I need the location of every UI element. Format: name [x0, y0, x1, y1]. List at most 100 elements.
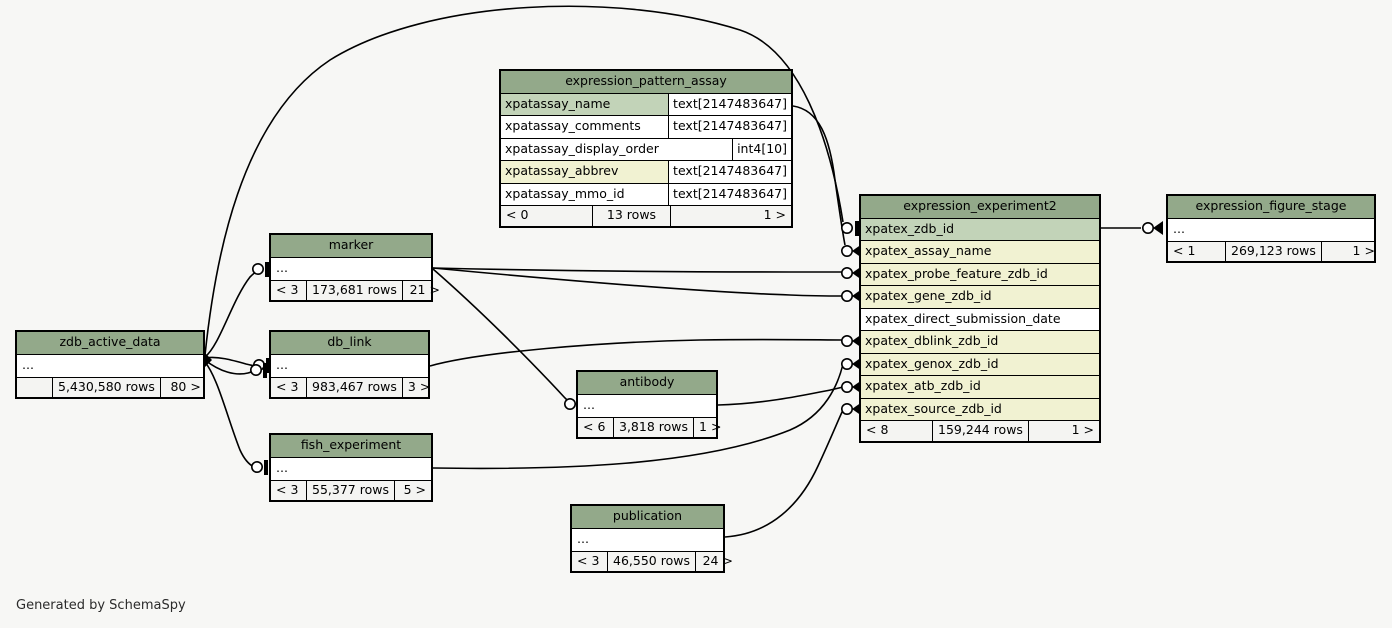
edge-zdb-active-data-to-db-link-b	[204, 359, 258, 375]
table-footer: < 6 3,818 rows 1 >	[578, 417, 721, 437]
table-row[interactable]: xpatex_assay_name	[861, 241, 1099, 264]
table-expression-pattern-assay[interactable]: expression_pattern_assay xpatassay_name …	[499, 69, 793, 228]
footer-child-count[interactable]: 5 >	[403, 481, 426, 497]
collapsed-columns-ellipsis: …	[271, 457, 431, 481]
table-row[interactable]: xpatex_atb_zdb_id	[861, 376, 1099, 399]
footer-row-count: 173,681 rows	[307, 280, 403, 300]
edge-assay-to-xpatex-assay-name	[792, 105, 846, 246]
table-expression-figure-stage[interactable]: expression_figure_stage … < 1 269,123 ro…	[1166, 194, 1376, 263]
column-name: xpatex_gene_zdb_id	[861, 286, 1099, 308]
table-db-link[interactable]: db_link … < 3 983,467 rows 3 >	[269, 330, 430, 399]
table-title: expression_pattern_assay	[501, 71, 791, 94]
footer-child-count[interactable]: 21 >	[409, 281, 440, 297]
column-name: xpatassay_abbrev	[501, 161, 670, 183]
table-footer: < 1 269,123 rows 1 >	[1168, 241, 1375, 261]
footer-child-count[interactable]: 1 >	[763, 207, 786, 222]
column-type: text[2147483647]	[669, 93, 791, 115]
table-row[interactable]: xpatex_probe_feature_zdb_id	[861, 263, 1099, 286]
column-type: text[2147483647]	[669, 183, 791, 205]
edge-antibody-to-atb-zdb-id	[717, 386, 844, 406]
edge-publication-to-source-zdb-id	[724, 409, 844, 538]
footer-parent-count[interactable]: < 3	[572, 551, 608, 571]
footer-parent-count[interactable]	[17, 377, 53, 397]
table-row[interactable]: xpatassay_abbrev text[2147483647]	[501, 161, 791, 184]
column-name: xpatex_direct_submission_date	[861, 308, 1099, 330]
table-row[interactable]: xpatex_dblink_zdb_id	[861, 331, 1099, 354]
footer-parent-count[interactable]: < 1	[1168, 241, 1226, 261]
table-footer: < 0 13 rows 1 >	[501, 206, 791, 226]
table-title: zdb_active_data	[17, 332, 203, 355]
footer-child-count[interactable]: 3 >	[407, 378, 431, 394]
footer-parent-count[interactable]: < 3	[271, 377, 307, 397]
table-row[interactable]: xpatex_genox_zdb_id	[861, 353, 1099, 376]
column-type: text[2147483647]	[669, 116, 791, 138]
footer-row-count: 3,818 rows	[614, 417, 695, 437]
table-fish-experiment[interactable]: fish_experiment … < 3 55,377 rows 5 >	[269, 433, 433, 502]
table-expression-experiment2[interactable]: expression_experiment2 xpatex_zdb_id xpa…	[859, 194, 1101, 443]
footer-parent-count[interactable]: < 6	[578, 417, 614, 437]
collapsed-columns-ellipsis: …	[578, 394, 716, 418]
footer-row-count: 13 rows	[593, 206, 671, 226]
column-name: xpatex_genox_zdb_id	[861, 353, 1099, 375]
table-footer: < 3 173,681 rows 21 >	[271, 280, 440, 300]
column-name: xpatassay_comments	[501, 116, 670, 138]
footer-child-count[interactable]: 80 >	[170, 378, 201, 394]
table-row[interactable]: xpatassay_display_order int4[10]	[501, 138, 791, 161]
table-row[interactable]: xpatex_source_zdb_id	[861, 398, 1099, 421]
column-name: xpatassay_mmo_id	[501, 183, 670, 205]
table-footer: < 3 55,377 rows 5 >	[271, 480, 431, 500]
column-name: xpatex_atb_zdb_id	[861, 376, 1099, 398]
footer-row-count: 983,467 rows	[307, 377, 403, 397]
table-title: expression_experiment2	[861, 196, 1099, 219]
footer-parent-count[interactable]: < 8	[861, 421, 933, 441]
table-publication[interactable]: publication … < 3 46,550 rows 24 >	[570, 504, 733, 573]
column-name: xpatex_probe_feature_zdb_id	[861, 263, 1099, 285]
collapsed-columns-ellipsis: …	[1168, 218, 1374, 242]
table-row[interactable]: xpatex_gene_zdb_id	[861, 286, 1099, 309]
table-zdb-active-data[interactable]: zdb_active_data … 5,430,580 rows 80 >	[15, 330, 205, 399]
footer-child-count[interactable]: 24 >	[702, 552, 733, 568]
edge-marker-to-probe-feature	[432, 267, 843, 273]
footer-row-count: 5,430,580 rows	[53, 377, 161, 397]
table-title: publication	[572, 506, 723, 529]
footer-child-count[interactable]: 1 >	[1071, 422, 1094, 437]
table-row[interactable]: xpatex_zdb_id	[861, 218, 1099, 241]
table-footer: < 3 983,467 rows 3 >	[271, 377, 430, 397]
table-title: db_link	[271, 332, 428, 355]
collapsed-columns-ellipsis: …	[271, 257, 431, 281]
column-name: xpatex_zdb_id	[861, 218, 1099, 240]
column-type: int4[10]	[733, 138, 791, 160]
table-title: expression_figure_stage	[1168, 196, 1374, 219]
footer-parent-count[interactable]: < 3	[271, 480, 307, 500]
footer-parent-count[interactable]: < 0	[501, 206, 593, 226]
table-footer: < 3 46,550 rows 24 >	[572, 551, 733, 571]
footer-parent-count[interactable]: < 3	[271, 280, 307, 300]
collapsed-columns-ellipsis: …	[572, 528, 723, 552]
table-row[interactable]: xpatex_direct_submission_date	[861, 308, 1099, 331]
table-marker[interactable]: marker … < 3 173,681 rows 21 >	[269, 233, 440, 302]
table-row[interactable]: xpatassay_comments text[2147483647]	[501, 116, 791, 139]
table-row[interactable]: xpatassay_name text[2147483647]	[501, 93, 791, 116]
generator-credit: Generated by SchemaSpy	[16, 598, 186, 613]
column-name: xpatassay_display_order	[501, 138, 734, 160]
edge-marker-to-gene-zdb-id	[432, 267, 844, 297]
edge-zdb-active-data-to-marker	[204, 268, 262, 358]
table-antibody[interactable]: antibody … < 6 3,818 rows 1 >	[576, 370, 721, 439]
edge-zdb-active-data-to-db-link-a	[204, 356, 258, 367]
footer-child-count[interactable]: 1 >	[699, 418, 722, 434]
footer-child-count[interactable]: 1 >	[1352, 242, 1375, 258]
column-name: xpatassay_name	[501, 93, 670, 115]
table-row[interactable]: xpatassay_mmo_id text[2147483647]	[501, 183, 791, 206]
table-footer: < 8 159,244 rows 1 >	[861, 421, 1099, 441]
footer-row-count: 46,550 rows	[608, 551, 696, 571]
collapsed-columns-ellipsis: …	[17, 354, 203, 378]
column-name: xpatex_dblink_zdb_id	[861, 331, 1099, 353]
footer-row-count: 55,377 rows	[307, 480, 395, 500]
footer-row-count: 159,244 rows	[933, 421, 1029, 441]
column-type: text[2147483647]	[669, 161, 791, 183]
table-footer: 5,430,580 rows 80 >	[17, 377, 203, 397]
edge-db-link-to-dblink-zdb-id	[429, 338, 844, 367]
edge-marker-to-antibody	[432, 268, 574, 407]
table-title: marker	[271, 235, 431, 258]
